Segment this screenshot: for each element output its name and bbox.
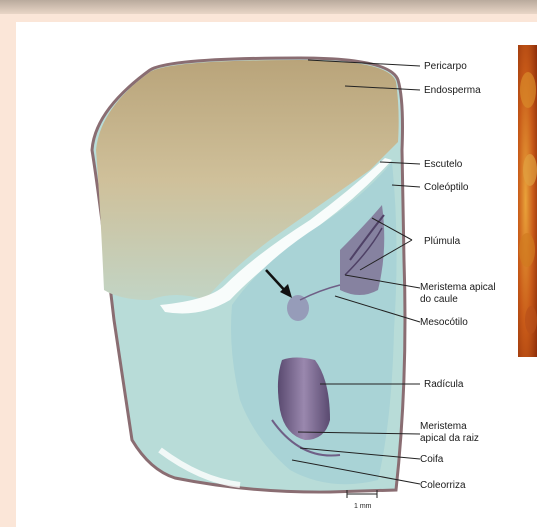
- shoot-meristem: [287, 295, 309, 321]
- scale-bar-label: 1 mm: [354, 503, 372, 510]
- label-coifa: Coifa: [420, 454, 444, 465]
- label-meristema-caule-2: do caule: [420, 294, 458, 305]
- label-coleoptilo: Coleóptilo: [424, 182, 469, 193]
- label-coleorriza: Coleorriza: [420, 480, 466, 491]
- labels: Pericarpo Endosperma Escutelo Coleóptilo…: [420, 61, 496, 491]
- label-pericarpo: Pericarpo: [424, 61, 467, 72]
- label-meristema-caule-1: Meristema apical: [420, 282, 496, 293]
- label-escutelo: Escutelo: [424, 159, 463, 170]
- label-mesocotilo: Mesocótilo: [420, 317, 468, 328]
- label-meristema-raiz-2: apical da raiz: [420, 433, 479, 444]
- figure-panel: Pericarpo Endosperma Escutelo Coleóptilo…: [16, 22, 537, 527]
- label-radicula: Radícula: [424, 379, 464, 390]
- top-band: [0, 0, 537, 14]
- scale-bar: 1 mm: [347, 490, 377, 510]
- label-endosperma: Endosperma: [424, 85, 481, 96]
- label-plumula: Plúmula: [424, 236, 461, 247]
- corn-cob-photo: [518, 45, 537, 357]
- corn-kernel-diagram: Pericarpo Endosperma Escutelo Coleóptilo…: [16, 22, 537, 527]
- label-meristema-raiz-1: Meristema: [420, 421, 467, 432]
